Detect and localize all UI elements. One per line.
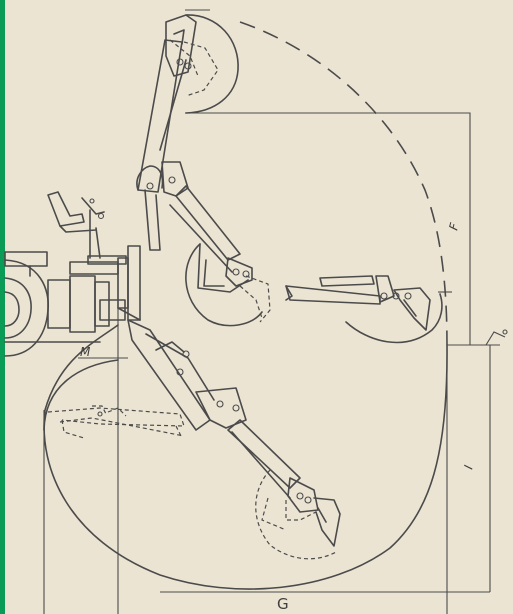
- label-m: M: [80, 345, 91, 359]
- swing-frame: [117, 245, 141, 321]
- label-g: G: [277, 595, 289, 613]
- boom-lowered: [127, 319, 341, 560]
- tractor: [4, 191, 127, 357]
- dimension-lines: [43, 9, 508, 614]
- reach-envelope: [43, 324, 448, 590]
- label-i: I: [461, 463, 476, 470]
- dipper-horizontal: [285, 275, 443, 344]
- reach-envelope-upper-dashed: [239, 21, 448, 346]
- label-f: F: [446, 220, 462, 231]
- boom-raised: [136, 14, 239, 251]
- dipper-middle: [169, 185, 271, 327]
- dump-height-arc: [43, 359, 119, 431]
- accent-bar: [0, 0, 5, 614]
- boom-transport-dashed: [47, 405, 185, 439]
